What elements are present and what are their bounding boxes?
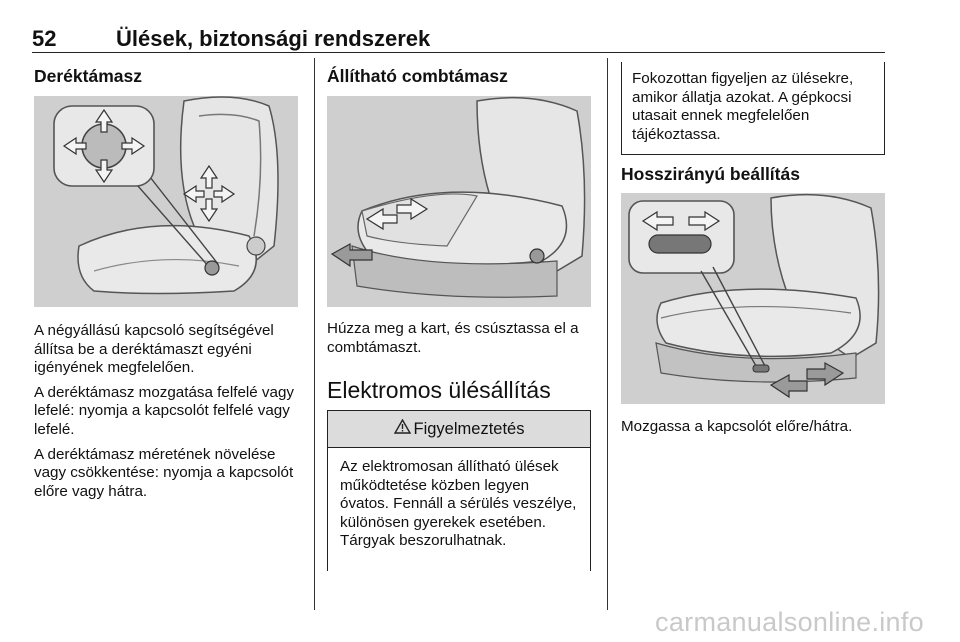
longitudinal-adjustment-heading: Hosszirányú beállítás [621,164,800,184]
paragraph: Mozgassa a kapcsolót előre/hátra. [621,418,853,435]
warning-title-text: Figyelmeztetés [413,419,525,438]
lumbar-support-text: A négyállású kapcsoló segítségével állít… [34,322,304,501]
page-header: 52 Ülések, biztonsági rendszerek [32,22,885,53]
longitudinal-adjustment-figure [621,193,885,404]
seat-lumbar-support-illustration [34,96,298,307]
watermark: carmanualsonline.info [655,607,924,637]
thigh-support-heading: Állítható combtámasz [327,66,508,86]
paragraph: A deréktámasz mozgatása felfelé vagy lef… [34,383,295,438]
paragraph: A deréktámasz méretének növelése vagy cs… [34,445,294,500]
lumbar-support-heading: Deréktámasz [34,66,142,86]
longitudinal-adjustment-text: Mozgassa a kapcsolót előre/hátra. [621,418,881,437]
warning-box: Figyelmeztetés Az elektromosan állítható… [327,410,591,571]
thigh-support-text: Húzza meg a kart, és csúsztassa el a com… [327,320,597,357]
warning-body: Az elektromosan állítható ülések működte… [340,458,577,550]
electric-seat-heading: Elektromos ülésállítás [327,377,551,403]
seat-thigh-support-illustration [327,96,591,307]
running-title: Ülések, biztonsági rendszerek [116,26,431,51]
page-number: 52 [32,26,57,51]
thigh-support-figure [327,96,591,307]
warning-title: Figyelmeztetés [328,411,590,448]
continued-warning-box: Fokozottan figyeljen az ülésekre, amikor… [621,62,885,156]
lumbar-support-figure [34,96,298,307]
paragraph: A négyállású kapcsoló segítségével állít… [34,322,274,377]
column-divider-left [314,58,315,610]
column-divider-right [607,58,608,610]
warning-triangle-icon [393,418,411,439]
paragraph: Húzza meg a kart, és csúsztassa el a com… [327,320,579,356]
seat-longitudinal-adjustment-illustration [621,193,885,404]
